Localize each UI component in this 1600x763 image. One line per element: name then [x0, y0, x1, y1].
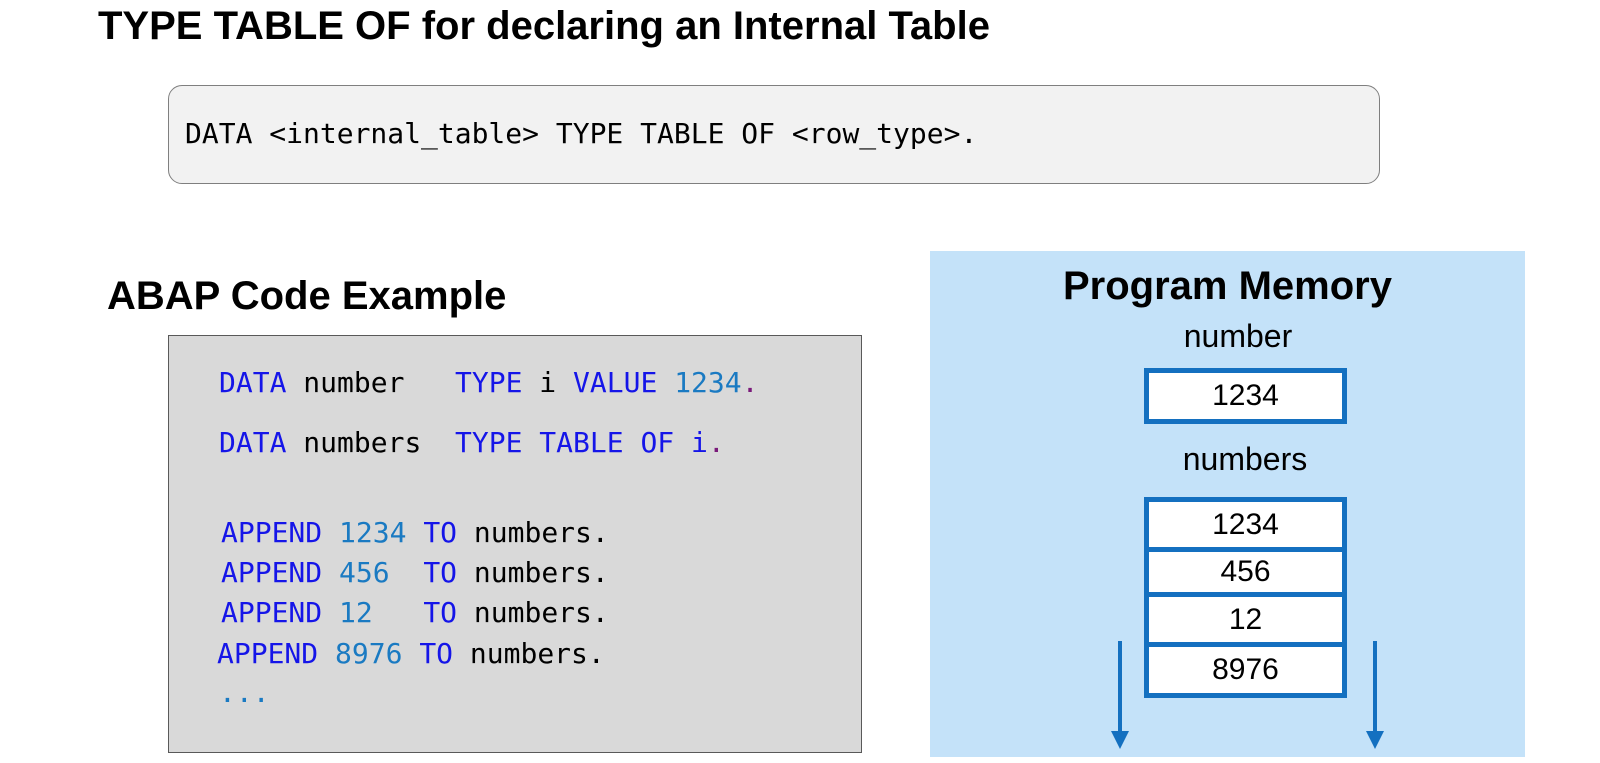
keyword: APPEND: [221, 596, 323, 629]
target-table: numbers.: [457, 516, 609, 549]
program-memory-panel: Program Memory number 1234 numbers 1234 …: [930, 251, 1525, 757]
number-literal: 456: [339, 556, 390, 589]
numbers-variable-label: numbers: [1182, 441, 1308, 477]
period: .: [707, 426, 725, 459]
code-section-title: ABAP Code Example: [107, 274, 507, 318]
code-ellipsis: ...: [219, 676, 270, 709]
keyword: TO: [419, 637, 454, 670]
syntax-text: DATA <internal_table> TYPE TABLE OF <row…: [185, 117, 978, 150]
keyword: APPEND: [221, 516, 323, 549]
type-name: i: [691, 426, 708, 459]
target-table: numbers.: [457, 556, 609, 589]
keyword: TO: [423, 556, 458, 589]
space: [322, 596, 339, 629]
keyword: TYPE TABLE OF: [455, 426, 675, 459]
memory-title: Program Memory: [1063, 264, 1392, 308]
code-line-1: DATA number TYPE i VALUE 1234.: [219, 366, 758, 400]
target-table: numbers.: [457, 596, 609, 629]
keyword: VALUE: [573, 366, 658, 399]
syntax-box: DATA <internal_table> TYPE TABLE OF <row…: [168, 85, 1380, 184]
target-table: numbers.: [453, 637, 605, 670]
identifier: number: [286, 366, 456, 399]
page-title: TYPE TABLE OF for declaring an Internal …: [98, 4, 990, 48]
down-arrow-icon: [1366, 641, 1384, 749]
number-literal: 1234: [339, 516, 407, 549]
keyword: DATA: [219, 366, 287, 399]
space: [318, 637, 335, 670]
numbers-row-cell: 8976: [1144, 642, 1347, 698]
space: [657, 366, 674, 399]
space: [674, 426, 691, 459]
space: [406, 516, 423, 549]
keyword: TO: [423, 596, 458, 629]
space: [402, 637, 419, 670]
keyword: APPEND: [217, 637, 319, 670]
type-name: i: [522, 366, 574, 399]
space: [390, 556, 424, 589]
keyword: TO: [423, 516, 458, 549]
number-literal: 12: [339, 596, 373, 629]
space: [322, 516, 339, 549]
append-line: APPEND 1234 TO numbers.: [221, 516, 609, 550]
numbers-row-cell: 12: [1144, 592, 1347, 647]
period: .: [741, 366, 759, 399]
append-line: APPEND 8976 TO numbers.: [217, 637, 605, 671]
code-line-2: DATA numbers TYPE TABLE OF i.: [219, 426, 725, 460]
append-line: APPEND 12 TO numbers.: [221, 596, 609, 630]
space: [373, 596, 424, 629]
append-line: APPEND 456 TO numbers.: [221, 556, 609, 590]
keyword: DATA: [219, 426, 287, 459]
number-variable-label: number: [1183, 318, 1293, 354]
keyword: TYPE: [455, 366, 523, 399]
keyword: APPEND: [221, 556, 323, 589]
space: [322, 556, 339, 589]
number-value-cell: 1234: [1144, 368, 1347, 424]
number-literal: 1234: [674, 366, 742, 399]
numbers-row-cell: 1234: [1144, 497, 1347, 552]
code-box: DATA number TYPE i VALUE 1234. DATA numb…: [168, 335, 862, 753]
down-arrow-icon: [1111, 641, 1129, 749]
identifier: numbers: [286, 426, 456, 459]
number-literal: 8976: [335, 637, 403, 670]
numbers-row-cell: 456: [1144, 547, 1347, 597]
